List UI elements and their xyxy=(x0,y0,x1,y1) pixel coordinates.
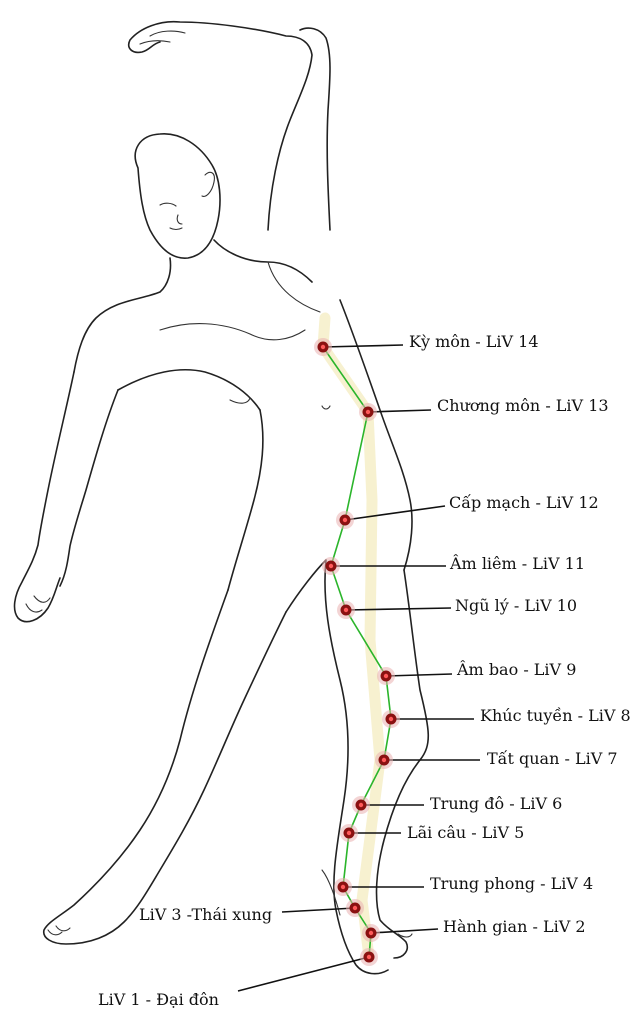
acupoint-liv-5 xyxy=(340,824,358,842)
label-liv-10: Ngũ lý - LiV 10 xyxy=(455,596,577,615)
label-liv-6: Trung đô - LiV 6 xyxy=(430,794,562,813)
acupoint-liv-8 xyxy=(382,710,400,728)
label-liv-14: Kỳ môn - LiV 14 xyxy=(409,332,539,351)
acupoint-liv-2 xyxy=(362,924,380,942)
acupoint-liv-3 xyxy=(346,899,364,917)
label-liv-1: LiV 1 - Đại đôn xyxy=(98,990,219,1009)
leader-liv-10 xyxy=(346,608,451,610)
leader-liv-1 xyxy=(238,957,369,991)
acupoint-liv-11 xyxy=(322,557,340,575)
leader-liv-13 xyxy=(368,410,431,412)
acupoint-liv-12 xyxy=(336,511,354,529)
acupoint-liv-1 xyxy=(360,948,378,966)
label-liv-5: Lãi câu - LiV 5 xyxy=(407,823,524,842)
acupoint-liv-7 xyxy=(375,751,393,769)
label-liv-13: Chương môn - LiV 13 xyxy=(437,396,609,415)
label-liv-3: LiV 3 -Thái xung xyxy=(139,905,272,924)
acupoint-liv-13 xyxy=(359,403,377,421)
label-liv-2: Hành gian - LiV 2 xyxy=(443,917,586,936)
acupoint-liv-6 xyxy=(352,796,370,814)
leader-liv-2 xyxy=(371,929,438,933)
acupoint-liv-10 xyxy=(337,601,355,619)
leader-liv-9 xyxy=(386,674,452,676)
leader-liv-3 xyxy=(282,908,355,912)
label-liv-12: Cấp mạch - LiV 12 xyxy=(449,493,599,512)
acupoint-liv-9 xyxy=(377,667,395,685)
label-liv-7: Tất quan - LiV 7 xyxy=(487,749,618,768)
acupoint-liv-4 xyxy=(334,878,352,896)
label-liv-9: Âm bao - LiV 9 xyxy=(456,659,576,679)
leader-liv-12 xyxy=(345,506,445,520)
acupoint-markers xyxy=(314,338,400,966)
label-liv-4: Trung phong - LiV 4 xyxy=(430,874,593,893)
leader-liv-14 xyxy=(323,345,403,347)
label-liv-11: Âm liêm - LiV 11 xyxy=(449,553,585,573)
label-liv-8: Khúc tuyền - LiV 8 xyxy=(480,706,631,725)
acupoint-liv-14 xyxy=(314,338,332,356)
